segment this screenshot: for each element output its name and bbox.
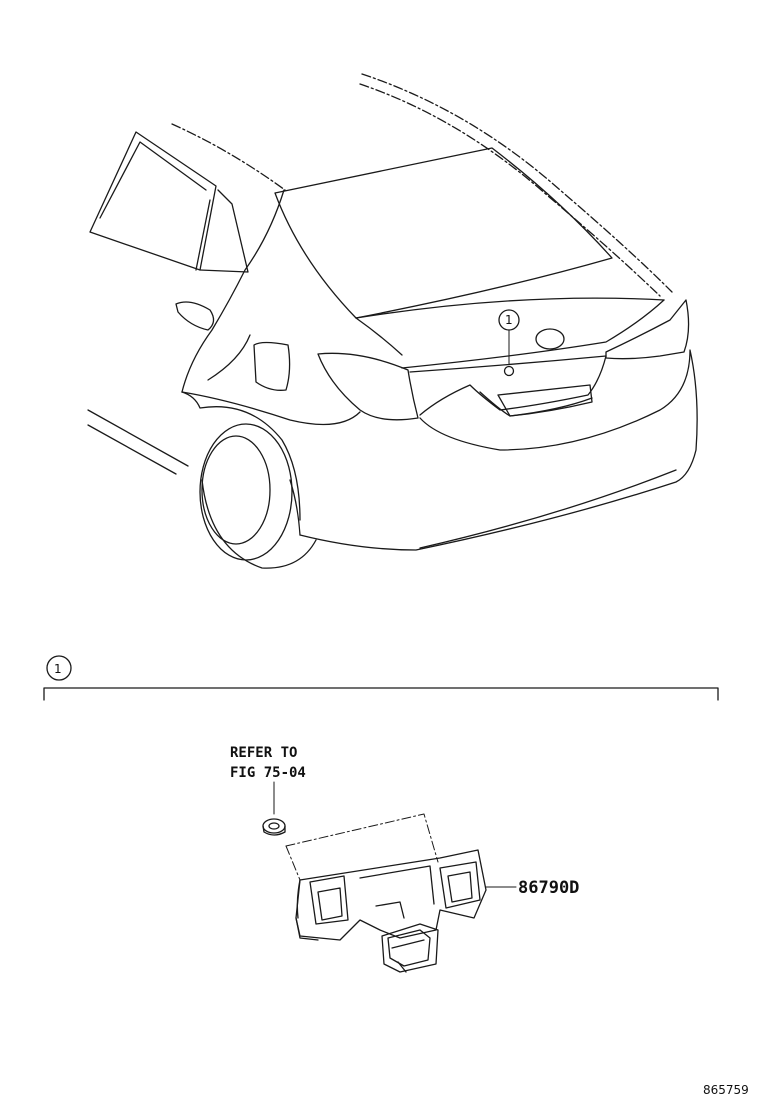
figure-id: 865759 bbox=[703, 1083, 749, 1097]
clip-part bbox=[262, 781, 286, 836]
refer-to-label: REFER TO bbox=[230, 745, 297, 761]
detail-callout-number: 1 bbox=[54, 662, 62, 676]
detail-callout-circle bbox=[46, 655, 72, 681]
camera-bracket-part bbox=[295, 849, 487, 973]
part-number-label: 86790D bbox=[518, 878, 579, 898]
detail-bracket bbox=[43, 687, 719, 701]
detail-section: 1 REFER TO FIG 75-04 bbox=[43, 655, 719, 973]
svg-text:1: 1 bbox=[505, 313, 513, 327]
refer-fig-label: FIG 75-04 bbox=[230, 765, 306, 781]
car-rear-illustration: 1 bbox=[87, 73, 698, 569]
